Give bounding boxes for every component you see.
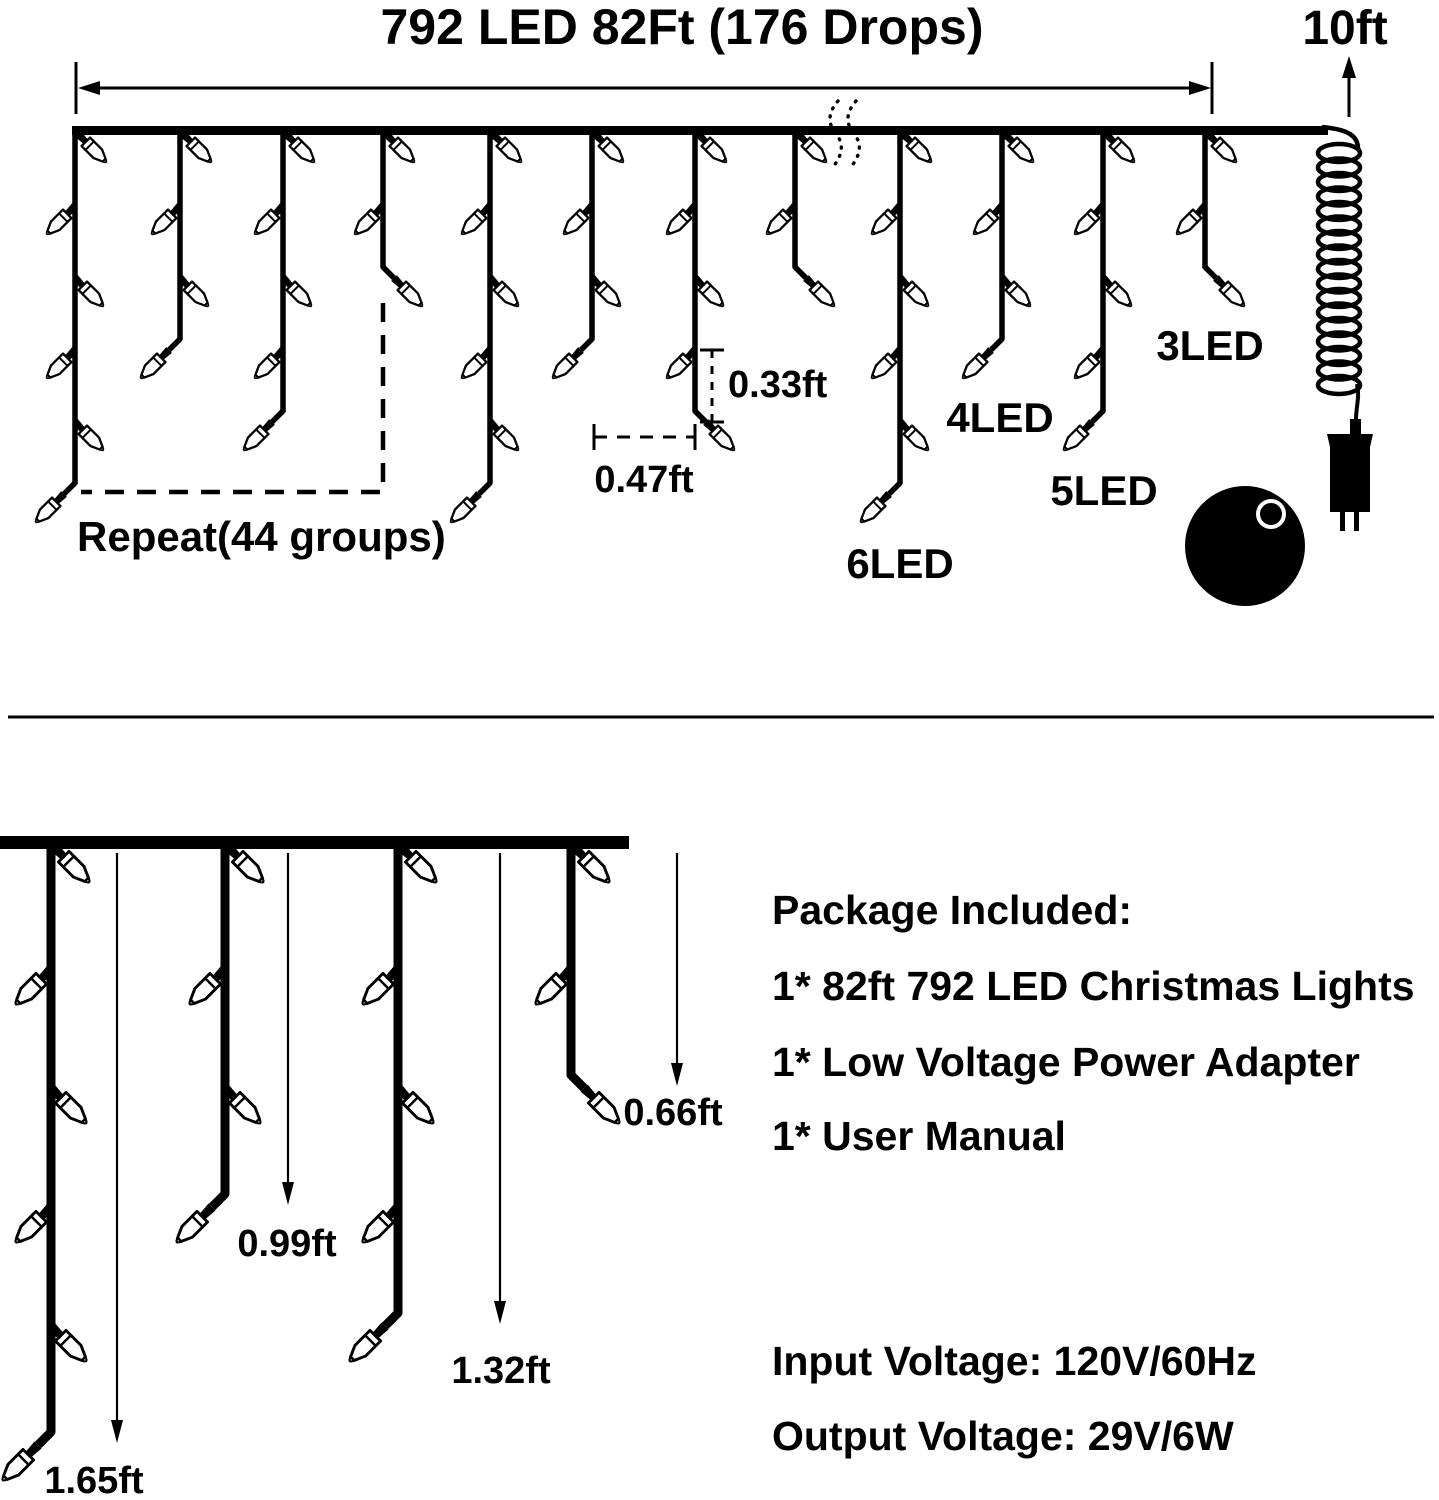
icicle-drop xyxy=(761,128,840,312)
package-included-heading: Package Included: xyxy=(772,887,1133,933)
led-bulb-icon xyxy=(380,128,420,168)
icicle-drop xyxy=(0,840,96,1487)
drop-length-arrows xyxy=(115,853,679,1424)
led-spacing-label: 0.33ft xyxy=(728,364,828,406)
power-cord-coil-icon xyxy=(1315,141,1363,397)
drop-length-066-label: 0.66ft xyxy=(623,1092,723,1134)
main-wire-closeup xyxy=(0,836,629,849)
led-bulb-icon xyxy=(238,416,278,456)
led-bulb-icon xyxy=(170,1200,219,1249)
led-bulb-icon xyxy=(999,128,1039,168)
led-bulb-icon xyxy=(343,1319,392,1368)
page-title: 792 LED 82Ft (176 Drops) xyxy=(381,0,984,55)
drop-3led-label: 3LED xyxy=(1156,322,1263,369)
icicle-drop xyxy=(661,128,740,456)
led-bulb-icon xyxy=(800,272,840,312)
main-wire xyxy=(72,126,1328,135)
output-voltage-text: Output Voltage: 29V/6W xyxy=(772,1413,1234,1459)
plug-cord xyxy=(1354,383,1361,421)
led-bulb-icon xyxy=(1100,128,1140,168)
icicle-drop xyxy=(855,128,937,528)
led-bulb-icon xyxy=(547,344,587,384)
led-bulb-icon xyxy=(692,128,732,168)
drop-length-099-label: 0.99ft xyxy=(237,1223,337,1265)
drop-length-132-label: 1.32ft xyxy=(451,1350,551,1392)
led-bulb-icon xyxy=(897,128,937,168)
led-bulb-icon xyxy=(855,488,895,528)
led-bulb-icon xyxy=(1058,416,1098,456)
led-bulb-icon xyxy=(0,1438,45,1487)
led-spacing-dimension xyxy=(700,348,724,424)
led-bulb-icon xyxy=(30,488,70,528)
power-plug-icon xyxy=(1327,419,1373,531)
drop-length-arrowheads xyxy=(111,1063,683,1443)
led-bulb-icon xyxy=(388,272,428,312)
led-bulb-icon xyxy=(957,344,997,384)
led-bulb-icon xyxy=(72,128,112,168)
icicle-drop xyxy=(349,128,428,312)
led-bulb-icon xyxy=(1210,272,1250,312)
package-item-adapter: 1* Low Voltage Power Adapter xyxy=(772,1039,1360,1085)
icicle-drop xyxy=(30,128,112,528)
icicle-drop xyxy=(343,840,443,1368)
icicle-drops-bottom xyxy=(0,840,626,1487)
drop-5led-label: 5LED xyxy=(1050,467,1157,514)
icicle-drop xyxy=(957,128,1039,384)
icicle-drop xyxy=(547,128,629,384)
package-item-lights: 1* 82ft 792 LED Christmas Lights xyxy=(772,963,1415,1009)
icicle-drop xyxy=(445,128,527,528)
led-bulb-icon xyxy=(280,128,320,168)
drop-spacing-label: 0.47ft xyxy=(594,459,694,501)
icicle-drop xyxy=(1171,128,1250,312)
icicle-drop xyxy=(1058,128,1140,456)
icicle-drops-top xyxy=(30,128,1250,528)
icicle-drop xyxy=(170,840,270,1249)
drop-6led-label: 6LED xyxy=(846,540,953,587)
led-bulb-icon xyxy=(577,1081,626,1130)
icicle-drop xyxy=(135,128,217,384)
span-dimension-arrow xyxy=(74,62,1214,114)
led-bulb-icon xyxy=(487,128,527,168)
icicle-drop xyxy=(529,840,626,1130)
drop-spacing-dimension xyxy=(592,424,697,450)
lead-wire-length-label: 10ft xyxy=(1302,2,1387,55)
wire-break-icon xyxy=(828,99,861,169)
package-item-manual: 1* User Manual xyxy=(772,1113,1066,1159)
drop-4led-label: 4LED xyxy=(946,394,1053,441)
drop-length-165-label: 1.65ft xyxy=(44,1460,144,1500)
icicle-drop xyxy=(238,128,320,456)
repeat-group-label: Repeat(44 groups) xyxy=(77,513,446,560)
led-bulb-icon xyxy=(445,488,485,528)
input-voltage-text: Input Voltage: 120V/60Hz xyxy=(772,1338,1257,1384)
led-bulb-icon xyxy=(135,344,175,384)
repeat-group-box xyxy=(81,303,386,495)
led-bulb-icon xyxy=(589,128,629,168)
ul-certification-icon: UL R xyxy=(1185,486,1305,606)
led-bulb-icon xyxy=(1202,128,1242,168)
led-bulb-icon xyxy=(792,128,832,168)
lead-wire-arrow xyxy=(1342,56,1356,117)
registered-symbol-text: R xyxy=(1264,505,1278,526)
led-bulb-icon xyxy=(177,128,217,168)
